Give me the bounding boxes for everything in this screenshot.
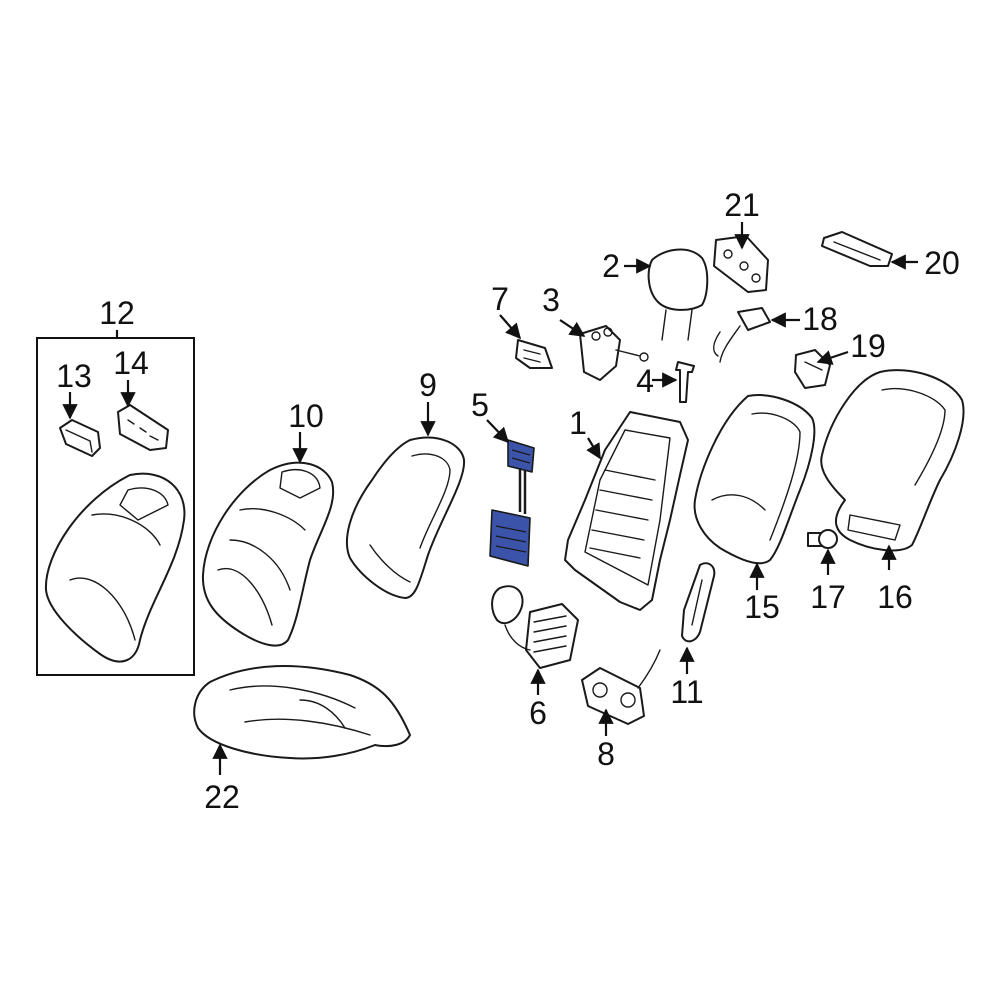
callout-19: 19 bbox=[850, 328, 886, 364]
callout-14: 14 bbox=[113, 345, 149, 381]
part-19-clip[interactable] bbox=[794, 349, 831, 389]
callout-12: 12 bbox=[99, 295, 135, 331]
callout-11: 11 bbox=[670, 674, 703, 710]
leader-lines bbox=[62, 222, 918, 775]
callout-20: 20 bbox=[924, 245, 960, 281]
callout-16: 16 bbox=[877, 579, 913, 615]
callout-7: 7 bbox=[491, 281, 509, 317]
part-17-push-pin[interactable] bbox=[807, 529, 838, 549]
part-15-rear-panel[interactable] bbox=[693, 394, 816, 565]
callout-6: 6 bbox=[529, 695, 547, 731]
callout-1: 1 bbox=[569, 405, 587, 441]
part-16-rear-shell[interactable] bbox=[820, 369, 965, 552]
callout-3: 3 bbox=[542, 282, 560, 318]
part-13-trim-clip[interactable] bbox=[59, 419, 101, 457]
part-1-backrest-frame[interactable] bbox=[564, 411, 689, 611]
part-12-backrest-cover[interactable] bbox=[44, 472, 186, 663]
part-8-adjuster-unit[interactable] bbox=[581, 649, 661, 725]
part-7-control-module[interactable] bbox=[515, 339, 553, 369]
callout-5: 5 bbox=[471, 387, 489, 423]
part-5-lumbar-support-module[interactable] bbox=[489, 439, 535, 567]
part-11-side-trim[interactable] bbox=[681, 562, 716, 643]
part-20-trim-strip[interactable] bbox=[821, 231, 893, 267]
part-18-connector[interactable] bbox=[713, 307, 771, 363]
part-22-seat-cushion[interactable] bbox=[193, 664, 411, 760]
part-3-valve-block[interactable] bbox=[579, 325, 649, 381]
callout-8: 8 bbox=[597, 736, 615, 772]
part-6-lumbar-pad[interactable] bbox=[491, 585, 579, 669]
part-14-bracket[interactable] bbox=[117, 404, 169, 451]
part-4-guide-sleeve[interactable] bbox=[675, 361, 695, 403]
callout-15: 15 bbox=[744, 589, 780, 625]
callout-21: 21 bbox=[724, 187, 760, 223]
callout-4: 4 bbox=[636, 363, 654, 399]
part-9-backrest-pad[interactable] bbox=[346, 436, 466, 599]
callout-22: 22 bbox=[204, 779, 240, 815]
callout-13: 13 bbox=[56, 358, 92, 394]
callout-18: 18 bbox=[802, 301, 838, 337]
callout-10: 10 bbox=[288, 398, 324, 434]
callout-2: 2 bbox=[602, 248, 620, 284]
callout-17: 17 bbox=[810, 579, 846, 615]
part-10-backrest-cushion[interactable] bbox=[201, 461, 335, 647]
callout-labels: 1 2 3 4 5 6 7 8 9 10 11 12 13 14 15 16 1… bbox=[56, 187, 960, 815]
part-2-headrest[interactable] bbox=[647, 248, 709, 341]
callout-9: 9 bbox=[419, 367, 437, 403]
group-box-12 bbox=[36, 337, 195, 676]
